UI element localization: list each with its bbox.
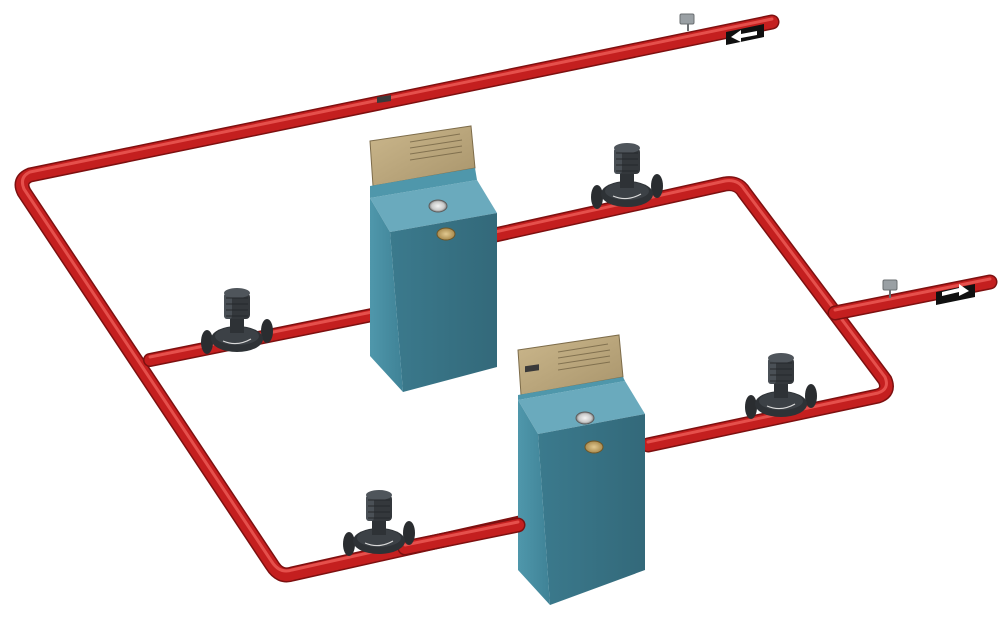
return-inlet-arrow [936,284,975,305]
pipe-network [14,14,998,583]
circulator-pump-icon [343,490,415,556]
pump-upper-left [201,288,273,354]
circulator-pump-icon [745,353,817,419]
circulator-pump-icon [591,143,663,209]
nameplate-icon [436,227,456,241]
unit-lower [517,334,645,605]
nameplate-icon [584,440,604,454]
gauge-icon [428,199,448,213]
arrow-left-icon [731,30,757,42]
arrow-right-icon [942,284,969,296]
pumps-group [201,143,817,556]
sensor-right [882,279,898,298]
temperature-sensor-icon [679,13,695,25]
unit-upper [369,95,497,392]
temperature-sensor-icon [882,279,898,291]
pump-lower-left [343,490,415,556]
sensor-top [679,13,695,31]
pump-lower-right [745,353,817,419]
pump-upper-right [591,143,663,209]
gauge-icon [575,411,595,425]
circulator-pump-icon [201,288,273,354]
supply-outlet-arrow [726,24,764,45]
